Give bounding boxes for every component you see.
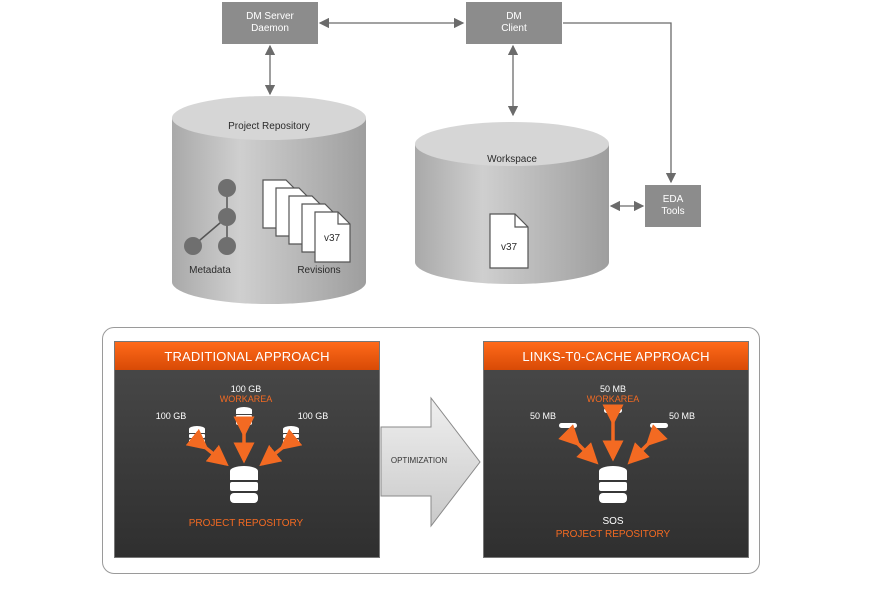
top-connectors bbox=[264, 17, 677, 212]
workspace-version-label: v37 bbox=[500, 242, 518, 253]
revisions-label: Revisions bbox=[297, 265, 341, 276]
links-workarea-label: WORKAREA bbox=[586, 394, 640, 404]
dm-client-box: DM Client bbox=[466, 2, 562, 44]
eda-tools-box: EDA Tools bbox=[645, 185, 701, 227]
traditional-approach-title: TRADITIONAL APPROACH bbox=[115, 342, 379, 370]
links-right-size: 50 MB bbox=[668, 411, 695, 421]
dm-server-daemon-box: DM Server Daemon bbox=[222, 2, 318, 44]
project-repository-label: Project Repository bbox=[228, 121, 310, 132]
links-repository-label: PROJECT REPOSITORY bbox=[555, 529, 671, 540]
links-center-size: 50 MB bbox=[599, 384, 626, 394]
optimization-label: OPTIMIZATION bbox=[390, 456, 448, 465]
workspace-label: Workspace bbox=[487, 154, 537, 165]
revision-version-label: v37 bbox=[323, 233, 341, 244]
traditional-repository-label: PROJECT REPOSITORY bbox=[188, 518, 304, 529]
links-to-cache-title: LINKS-T0-CACHE APPROACH bbox=[484, 342, 748, 370]
traditional-left-size: 100 GB bbox=[155, 411, 187, 421]
metadata-tree-icon bbox=[184, 179, 236, 255]
workspace-file-icon bbox=[489, 213, 529, 269]
revisions-stack-icon bbox=[262, 179, 351, 263]
traditional-workarea-label: WORKAREA bbox=[219, 394, 273, 404]
client-eda-connector bbox=[563, 22, 677, 184]
traditional-right-size: 100 GB bbox=[297, 411, 329, 421]
metadata-label: Metadata bbox=[189, 265, 231, 276]
links-left-size: 50 MB bbox=[529, 411, 556, 421]
links-repository-sos: SOS bbox=[602, 516, 624, 527]
project-repository-cylinder bbox=[172, 96, 366, 304]
workspace-cylinder bbox=[415, 122, 609, 284]
traditional-center-size: 100 GB bbox=[230, 384, 262, 394]
